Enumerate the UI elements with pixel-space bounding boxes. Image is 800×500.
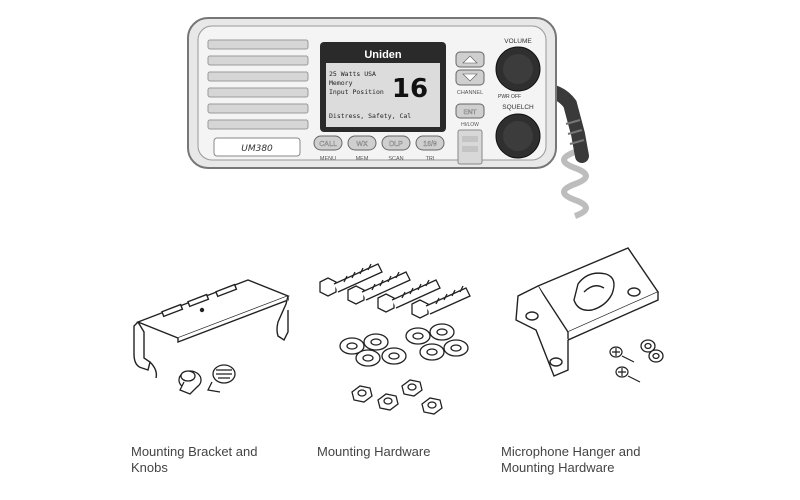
hanger-lock-washers: [640, 339, 664, 363]
lcd-line-4: Distress, Safety, Cal: [329, 112, 411, 120]
lcd-display: Uniden 25 Watts USA Memory Input Positio…: [320, 42, 446, 132]
mounting-bracket: [133, 279, 290, 379]
bolt-3: [377, 279, 441, 313]
dlp-button[interactable]: DLP SCAN: [381, 135, 411, 162]
bracket-knob-left: [178, 370, 202, 395]
channel-down-button[interactable]: [455, 69, 485, 86]
bolt-2: [347, 271, 411, 305]
channel-16-9-button[interactable]: 16/9 TRI: [415, 135, 445, 162]
bolt-4: [411, 285, 471, 319]
model-label: UM380: [241, 144, 273, 154]
wx-button-label: WX: [356, 141, 368, 148]
squelch-knob[interactable]: [495, 113, 541, 159]
call-button[interactable]: CALL MENU: [313, 135, 343, 162]
lcd-channel-number: 16: [392, 74, 428, 104]
ent-button[interactable]: ENT: [455, 103, 485, 119]
tri-sub-label: TRI: [426, 156, 435, 162]
scan-sub-label: SCAN: [388, 156, 403, 162]
channel-label: CHANNEL: [457, 90, 483, 96]
caption-line: Mounting Hardware: [501, 460, 615, 475]
channel-16-9-button-label: 16/9: [423, 141, 437, 148]
hi-low-label: HI/LOW: [461, 122, 479, 128]
wx-button[interactable]: WX MEM: [347, 135, 377, 162]
squelch-label: SQUELCH: [502, 104, 534, 111]
bracket-knob-right: [207, 364, 236, 393]
mounting-bolts: [319, 263, 471, 319]
mounting-washers: [339, 323, 469, 367]
mounting-bracket-illustration: [128, 270, 308, 400]
lcd-line-2: Memory: [329, 79, 353, 87]
front-buttons: CALL MENU WX MEM DLP SCAN 16/9 TRI: [313, 135, 445, 162]
hanger-screws: [609, 346, 641, 383]
mic-jack-panel: [457, 129, 483, 165]
mounting-hardware-illustration: [308, 260, 488, 420]
microphone-hanger-illustration: [508, 240, 678, 390]
caption-line: Knobs: [131, 460, 168, 475]
volume-knob[interactable]: [495, 46, 541, 92]
bolt-1: [319, 263, 383, 297]
speaker-grille: [207, 39, 309, 130]
caption-microphone-hanger: Microphone Hanger and Mounting Hardware: [501, 444, 701, 476]
lcd-line-1: 25 Watts USA: [329, 70, 376, 78]
caption-mounting-hardware: Mounting Hardware: [317, 444, 477, 460]
volume-label: VOLUME: [504, 38, 532, 45]
call-button-label: CALL: [319, 141, 337, 148]
mounting-nuts: [351, 379, 443, 415]
menu-sub-label: MENU: [320, 156, 336, 162]
model-plate: UM380: [213, 137, 301, 157]
ent-button-label: ENT: [464, 109, 477, 116]
mic-cord: [561, 149, 589, 219]
channel-up-button[interactable]: [455, 51, 485, 68]
pwr-off-label: PWR OFF: [498, 94, 521, 100]
caption-mounting-bracket: Mounting Bracket and Knobs: [131, 444, 291, 476]
marine-radio-illustration: UM380 Uniden 25 Watts USA Memory Input P…: [180, 12, 620, 237]
caption-line: Mounting Bracket and: [131, 444, 258, 459]
caption-line: Mounting Hardware: [317, 444, 431, 459]
mem-sub-label: MEM: [356, 156, 369, 162]
caption-line: Microphone Hanger and: [501, 444, 641, 459]
brand-logo: Uniden: [364, 49, 402, 61]
microphone-hanger: [515, 247, 660, 377]
lcd-line-3: Input Position: [329, 88, 384, 96]
dlp-button-label: DLP: [389, 141, 403, 148]
